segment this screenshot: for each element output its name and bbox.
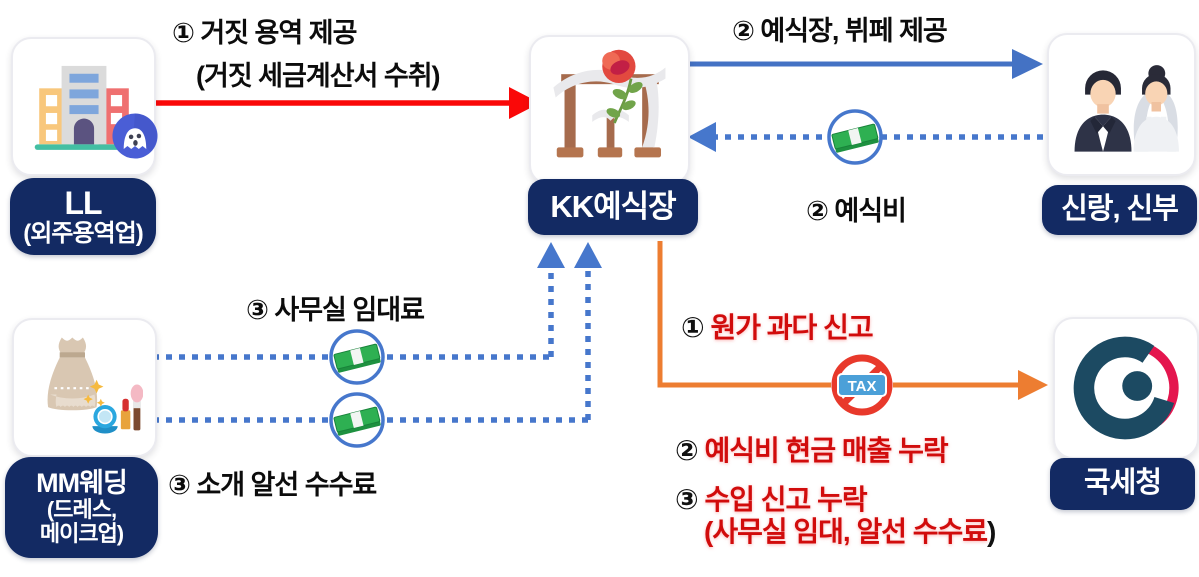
kk-entity-icon-box (529, 35, 690, 185)
tax-badge-label: TAX (848, 378, 877, 395)
kk-title: KK예식장 (550, 189, 676, 225)
korea-government-emblem-icon (1070, 330, 1182, 447)
report-line2-text: 예식비 현금 매출 누락 (704, 435, 949, 466)
report-line1-text: 원가 과다 신고 (710, 312, 874, 343)
nts-title: 국세청 (1083, 467, 1162, 500)
referral-fee-arrow (153, 242, 602, 423)
money-icon (329, 392, 385, 448)
report-line3-sub: (사무실 임대, 알선 수수료) (704, 510, 996, 550)
report-line3-sub-text: (사무실 임대, 알선 수수료 (704, 516, 988, 547)
fake-service-caption: ① 거짓 용역 제공 (거짓 세금계산서 수취) (172, 12, 441, 98)
report-line1-num: ① (681, 312, 705, 343)
couple-title: 신랑, 신부 (1061, 193, 1179, 226)
wedding-fee-caption: ② 예식비 (806, 196, 907, 226)
fake-service-line1: ① 거짓 용역 제공 (172, 18, 357, 48)
venue-buffet-caption: ② 예식장, 뷔페 제공 (732, 16, 948, 46)
ghost-icon (109, 110, 161, 167)
ll-entity-icon-box (11, 37, 156, 176)
mm-subtitle-2: 메이크업) (39, 521, 124, 547)
money-icon (827, 109, 883, 165)
report-line2-num: ② (675, 435, 699, 466)
ll-title: LL (64, 185, 102, 222)
mm-title: MM웨딩 (36, 468, 128, 499)
mm-entity-label: MM웨딩 (드레스, 메이크업) (5, 457, 158, 558)
ll-subtitle: (외주용역업) (23, 219, 143, 247)
dress-makeup-icon (27, 329, 143, 446)
report-line3-text: 수입 신고 누락 (704, 484, 868, 515)
report-line3: ③ 수입 신고 누락 (675, 478, 868, 518)
no-tax-icon: TAX (831, 354, 893, 416)
report-line3-num: ③ (675, 484, 699, 515)
wedding-fee-arrow (688, 122, 1043, 152)
mm-entity-icon-box (12, 318, 157, 457)
referral-fee-caption: ③ 소개 알선 수수료 (168, 470, 377, 500)
office-rent-caption: ③ 사무실 임대료 (246, 295, 425, 325)
bride-groom-icon (1064, 46, 1180, 163)
kk-entity-label: KK예식장 (528, 179, 698, 235)
fake-service-arrow (154, 87, 540, 119)
couple-entity-label: 신랑, 신부 (1042, 185, 1197, 235)
nts-entity-label: 국세청 (1050, 458, 1195, 510)
report-line3-sub-close: ) (987, 516, 996, 547)
couple-entity-icon-box (1047, 33, 1196, 176)
building-icon (28, 48, 140, 165)
tax-report-arrow (657, 241, 1048, 400)
money-icon (329, 329, 385, 385)
report-line1: ① 원가 과다 신고 (681, 306, 874, 346)
report-line2: ② 예식비 현금 매출 누락 (675, 429, 949, 469)
mm-subtitle-1: (드레스, (46, 497, 117, 523)
fake-service-line2: (거짓 세금계산서 수취) (196, 61, 441, 91)
nts-entity-icon-box (1053, 317, 1199, 459)
venue-buffet-arrow (681, 49, 1043, 79)
wedding-arch-icon (549, 49, 671, 172)
ll-entity-label: LL (외주용역업) (10, 178, 156, 255)
